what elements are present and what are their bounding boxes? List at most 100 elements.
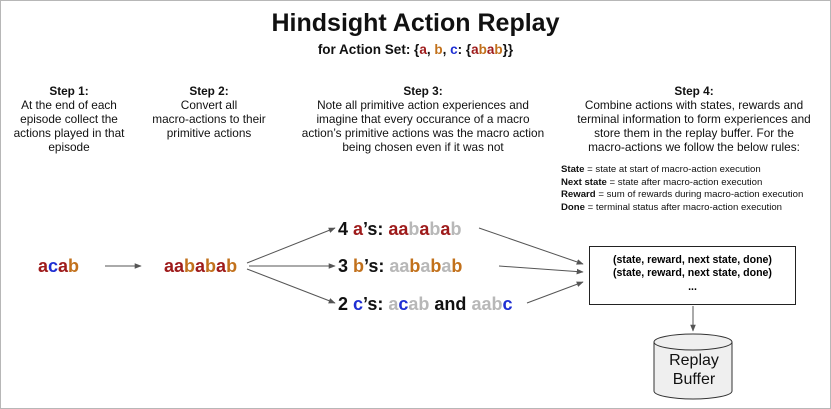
rule-done: Done = terminal status after macro-actio…: [561, 202, 803, 215]
arrow-a-to-buffer-box: [478, 227, 584, 265]
experience-ellipsis: ...: [688, 280, 697, 293]
replay-buffer-label: Replay Buffer: [654, 351, 734, 389]
experience-count: 3: [338, 256, 354, 276]
action-letter-a: a: [471, 294, 482, 314]
action-letter-a: a: [419, 219, 430, 239]
rule-text: = terminal status after macro-action exe…: [584, 201, 783, 213]
action-letter-a: a: [388, 294, 399, 314]
action-letter-b: b: [418, 294, 430, 314]
step-text-line: macro-actions to their: [152, 112, 266, 126]
experience-row-b: 3 b’s: aababab: [338, 256, 462, 277]
subtitle-mid: : {: [457, 42, 472, 57]
action-letter-a: a: [398, 219, 409, 239]
action-letter-a: a: [481, 294, 492, 314]
rule-term: Reward: [561, 189, 596, 200]
subtitle-sep: ,: [426, 42, 435, 57]
diagram-subtitle: for Action Set: {a, b, c: {abab}}: [1, 42, 830, 57]
action-letter-b: b: [408, 219, 420, 239]
step-3: Step 3: Note all primitive action experi…: [289, 84, 557, 154]
experience-box: (state, reward, next state, done) (state…: [589, 246, 796, 305]
action-letter-c: c: [48, 256, 59, 276]
action-letter-b: b: [68, 256, 80, 276]
experience-tuple-line: (state, reward, next state, done): [613, 267, 772, 280]
subtitle-action-a: a: [419, 42, 427, 57]
step-text-line: action’s primitive actions was the macro…: [301, 126, 545, 140]
subtitle-macro-b2: b: [494, 42, 503, 57]
rule-reward: Reward = sum of rewards during macro-act…: [561, 189, 803, 202]
step-text-line: imagine that every occurance of a macro: [316, 112, 530, 126]
arrow-c-to-buffer-box: [526, 281, 584, 304]
experience-label-suffix: ’s:: [363, 219, 389, 239]
rule-state: State = state at start of macro-action e…: [561, 164, 803, 177]
macro-action-rules: State = state at start of macro-action e…: [561, 164, 803, 214]
step-1: Step 1: At the end of each episode colle…: [1, 84, 137, 154]
action-letter-a: a: [174, 256, 185, 276]
experience-count: 2: [338, 294, 354, 314]
experience-sequence: aababab: [389, 256, 462, 276]
step-text-line: Note all primitive action experiences an…: [317, 98, 529, 112]
experience-tuple-line: (state, reward, next state, done): [613, 254, 772, 266]
action-letter-b: b: [430, 256, 442, 276]
action-letter-a: a: [58, 256, 69, 276]
experience-row-c: 2 c’s: acab and aabc: [338, 294, 512, 315]
replay-buffer-label-line: Replay: [669, 352, 719, 369]
arrow-b-to-buffer-box: [498, 265, 584, 275]
action-letter-a: a: [216, 256, 227, 276]
step-heading: Step 1:: [49, 84, 89, 98]
action-letter-b: b: [451, 256, 463, 276]
action-letter-a: a: [408, 294, 419, 314]
step-4: Step 4: Combine actions with states, rew…: [561, 84, 827, 154]
step-text-line: store them in the replay buffer. For the: [594, 126, 794, 140]
rule-text: = state after macro-action execution: [606, 176, 763, 188]
rule-text: = state at start of macro-action executi…: [584, 164, 761, 175]
subtitle-prefix: for Action Set: {: [317, 42, 420, 57]
diagram-title: Hindsight Action Replay: [271, 9, 560, 37]
action-letter-a: a: [440, 219, 451, 239]
subtitle-sep: ,: [442, 42, 451, 57]
step-heading: Step 4:: [674, 84, 714, 98]
experience-row-a: 4 a’s: aababab: [338, 219, 461, 240]
experience-label-suffix: ’s:: [363, 294, 389, 314]
action-letter-b: b: [205, 256, 217, 276]
subtitle-suffix: }}: [502, 42, 514, 57]
action-letter-b: b: [491, 294, 503, 314]
rule-next-state: Next state = state after macro-action ex…: [561, 177, 803, 190]
arrow-to-a-experiences: [246, 227, 336, 264]
experience-joiner: and: [429, 294, 472, 314]
step-text-line: terminal information to form experiences…: [577, 112, 811, 126]
step-2: Step 2: Convert all macro-actions to the…: [141, 84, 277, 140]
experience-action-letter: b: [353, 256, 365, 276]
step-text-line: actions played in that: [13, 126, 125, 140]
replay-buffer-label-line: Buffer: [672, 371, 716, 388]
rule-term: State: [561, 164, 585, 175]
replay-buffer-cylinder: [653, 333, 733, 400]
action-letter-b: b: [429, 219, 441, 239]
action-letter-a: a: [399, 256, 410, 276]
step-heading: Step 3:: [403, 84, 443, 98]
experience-sequence: aabc: [471, 294, 512, 314]
step-text-line: Convert all: [180, 98, 238, 112]
action-letter-a: a: [420, 256, 431, 276]
step-text-line: being chosen even if it was not: [342, 140, 504, 154]
action-letter-a: a: [388, 219, 399, 239]
arrow-to-c-experiences: [246, 268, 336, 304]
experience-action-letter: a: [353, 219, 364, 239]
subtitle-macro-b1: b: [478, 42, 487, 57]
action-letter-b: b: [409, 256, 421, 276]
action-letter-b: b: [450, 219, 462, 239]
experience-sequence: aababab: [388, 219, 461, 239]
step-text-line: episode: [48, 140, 90, 154]
experience-count: 4: [338, 219, 354, 239]
step-text-line: episode collect the: [20, 112, 118, 126]
step-text-line: Combine actions with states, rewards and: [584, 98, 804, 112]
action-letter-a: a: [164, 256, 175, 276]
action-letter-b: b: [184, 256, 196, 276]
action-letter-a: a: [441, 256, 452, 276]
experience-label-suffix: ’s:: [364, 256, 390, 276]
rule-term: Next state: [561, 176, 607, 188]
subtitle-action-c: c: [450, 42, 458, 57]
action-letter-c: c: [398, 294, 409, 314]
action-letter-a: a: [195, 256, 206, 276]
